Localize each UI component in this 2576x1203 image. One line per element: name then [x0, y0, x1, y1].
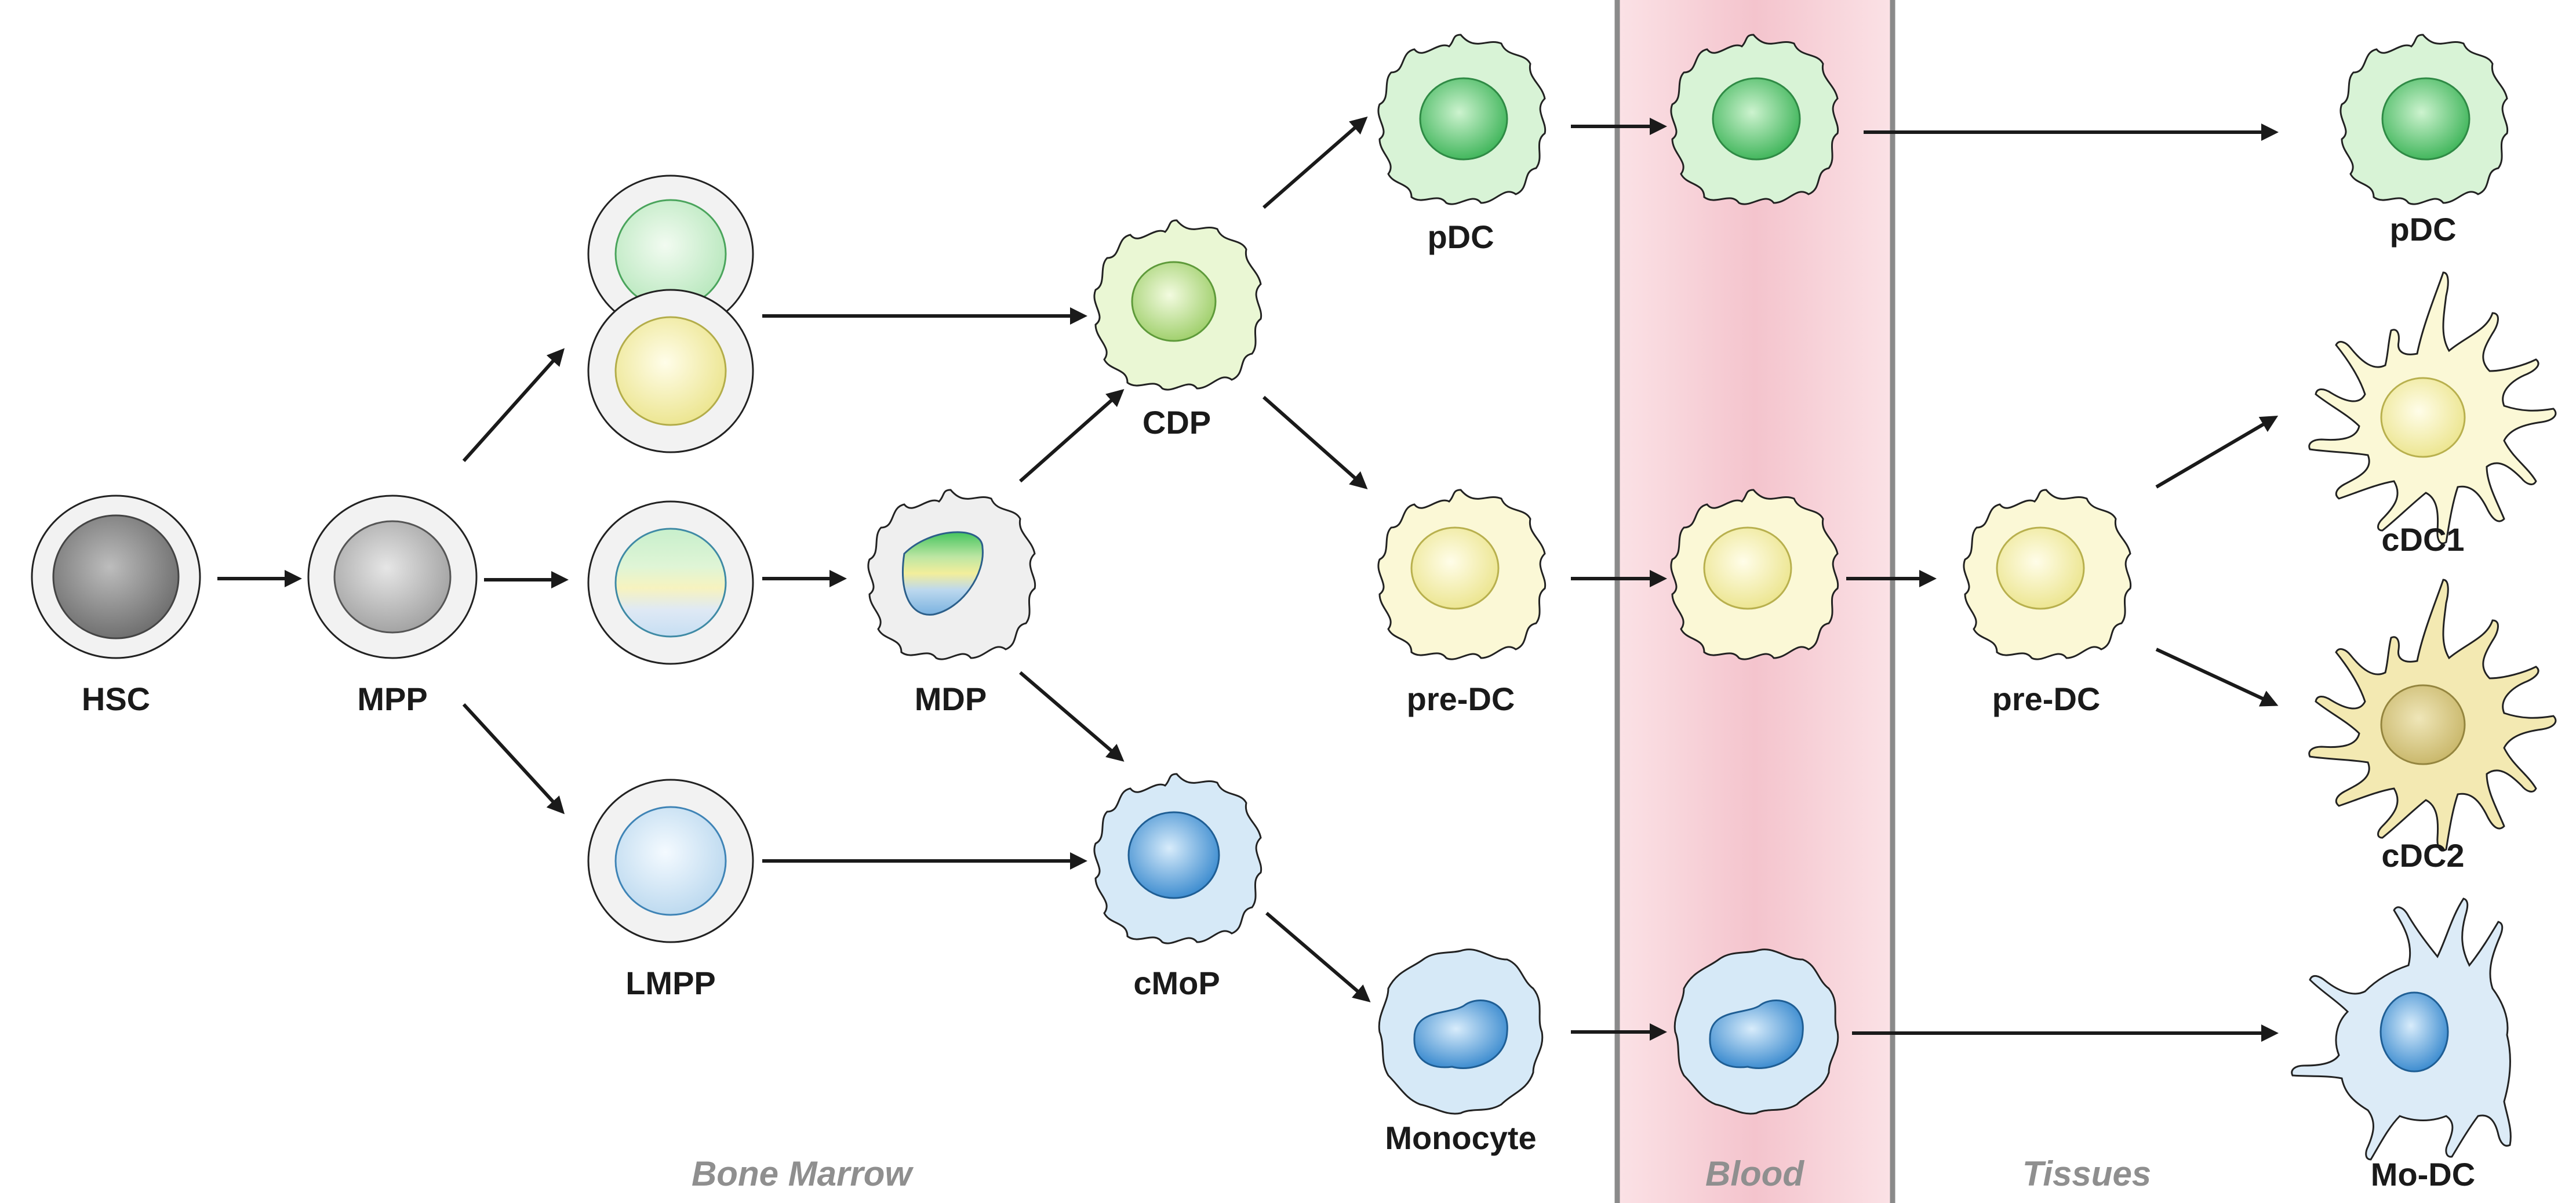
arrow-mdp-cmop — [1019, 671, 1125, 762]
myeloid-progenitor-cell-striped — [587, 500, 754, 665]
arrow-predc-cdc1 — [2155, 415, 2279, 489]
label-cdc1: cDC1 — [2381, 521, 2464, 558]
mpp-cell — [307, 495, 478, 659]
label-monocyte: Monocyte — [1385, 1120, 1536, 1156]
mo-dc-cell — [2291, 897, 2512, 1161]
arrow-mdp-cdp — [1019, 389, 1125, 483]
arrow-cdp-predc — [1262, 395, 1368, 489]
arrow-mpp-upper — [462, 348, 565, 463]
label-mdp: MDP — [915, 681, 987, 717]
cdc2-cell — [2308, 579, 2557, 852]
label-pdc-marrow: pDC — [1427, 219, 1494, 255]
cmop-cell — [1093, 773, 1262, 944]
arrow-mpp-lmpp — [462, 703, 565, 815]
region-label-tissues: Tissues — [2022, 1154, 2151, 1193]
label-cdp: CDP — [1143, 404, 1211, 441]
label-lmpp: LMPP — [625, 965, 716, 1001]
arrow-predc-cdc2 — [2155, 648, 2279, 707]
label-pre-dc-marrow: pre-DC — [1407, 681, 1515, 717]
pre-dc-cell-blood — [1670, 489, 1839, 660]
monocyte-cell-blood — [1673, 948, 1839, 1115]
label-cmop: cMoP — [1133, 965, 1220, 1001]
pdc-cell-marrow — [1377, 34, 1547, 205]
region-label-bone-marrow: Bone Marrow — [692, 1154, 914, 1193]
label-cdc2: cDC2 — [2381, 837, 2464, 874]
lmpp-cell — [587, 779, 754, 943]
common-myeloid-progenitor-cell-yellow — [587, 289, 754, 453]
arrow-cdp-pdc — [1262, 117, 1368, 209]
label-mpp: MPP — [357, 681, 427, 717]
pdc-cell-blood — [1670, 34, 1839, 205]
lineage-arrows — [217, 117, 2279, 1042]
region-label-blood: Blood — [1705, 1154, 1804, 1193]
label-pre-dc-tissue: pre-DC — [1992, 681, 2101, 717]
monocyte-cell — [1378, 948, 1544, 1115]
cdp-cell — [1093, 219, 1262, 391]
arrow-cmop-monocyte — [1265, 911, 1371, 1002]
pre-dc-cell-tissue — [1963, 489, 2132, 660]
label-hsc: HSC — [82, 681, 150, 717]
cdc1-cell — [2308, 271, 2557, 544]
label-pdc-tissue: pDC — [2389, 211, 2456, 248]
mdp-cell — [867, 489, 1036, 660]
pdc-cell-tissue — [2339, 34, 2509, 205]
label-mo-dc: Mo-DC — [2371, 1156, 2475, 1193]
pre-dc-cell-marrow — [1377, 489, 1547, 660]
hsc-cell — [31, 495, 201, 659]
common-myeloid-progenitor-cell-green — [587, 175, 754, 333]
